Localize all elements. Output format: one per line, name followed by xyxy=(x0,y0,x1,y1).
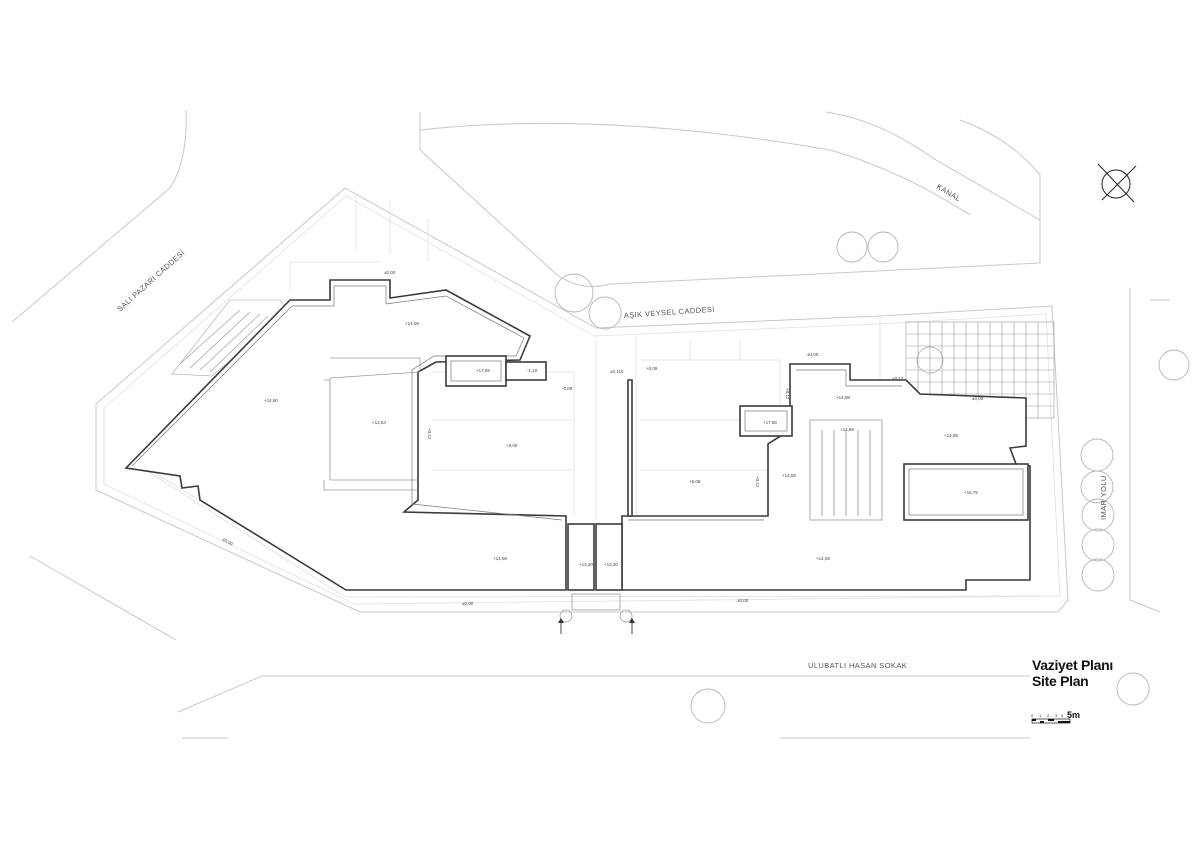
plan-title-turkish: Vaziyet Planı xyxy=(1032,657,1113,673)
level-label: +14,08 xyxy=(944,433,958,438)
street-label-ulubatli: ULUBATLI HASAN SOKAK xyxy=(808,661,907,670)
level-label: +14,08 xyxy=(782,473,796,478)
level-label: +0,12 xyxy=(892,376,904,381)
scale-tick-label: 0 xyxy=(1031,713,1034,718)
level-label: +0,00 xyxy=(506,443,518,448)
center-divider xyxy=(627,379,633,517)
level-label: +12,54 xyxy=(372,420,386,425)
level-label: +15,75 xyxy=(964,490,978,495)
entrance-arrow-icon xyxy=(558,618,635,634)
street-label-kanal: KANAL xyxy=(935,182,962,203)
level-label: +0,12 xyxy=(755,476,760,488)
level-label: +14,90 xyxy=(264,398,278,403)
scale-tick-label: 3 xyxy=(1055,713,1058,718)
plan-title: Vaziyet Planı Site Plan xyxy=(1032,657,1113,689)
level-label: +17,06 xyxy=(476,368,490,373)
level-label: +14,08 xyxy=(816,556,830,561)
kanal-line xyxy=(419,122,971,216)
scale-tick-label: 4 xyxy=(1061,713,1064,718)
level-label: +0,08 xyxy=(646,366,658,371)
level-label: ±0,00 xyxy=(221,537,234,547)
north-arrow-icon xyxy=(1097,163,1137,203)
level-label: +14,88 xyxy=(840,427,854,432)
level-label: +6,08 xyxy=(689,479,701,484)
level-label: +17,66 xyxy=(763,420,777,425)
building-left xyxy=(124,279,567,591)
level-label: +14,98 xyxy=(836,395,850,400)
level-label: +13,30 xyxy=(579,562,593,567)
center-towers xyxy=(445,355,547,387)
level-label: ±0,00 xyxy=(972,396,984,401)
level-label: -1,10 xyxy=(527,368,538,373)
level-label: +14,08 xyxy=(405,321,419,326)
level-labels: +14,08 ±0,00 +14,90 +12,54 +17,06 -1,10 … xyxy=(221,270,983,606)
entrance-cores xyxy=(559,523,633,623)
level-label: -0,08 xyxy=(562,386,573,391)
level-label: +0,12 xyxy=(427,428,432,440)
level-label: ±0,110 xyxy=(610,369,624,374)
scale-bar: 0 1 2 3 4 5m xyxy=(1031,710,1080,724)
plan-title-english: Site Plan xyxy=(1032,673,1089,689)
street-label-imar-yolu: İMAR YOLU xyxy=(1099,475,1108,520)
level-label: +13,30 xyxy=(604,562,618,567)
level-label: +0,12 xyxy=(785,388,790,400)
level-label: +14,08 xyxy=(493,556,507,561)
scale-unit-label: 5m xyxy=(1067,710,1080,720)
level-label: ±0,00 xyxy=(384,270,396,275)
level-label: ±0,00 xyxy=(462,601,474,606)
scale-tick-label: 2 xyxy=(1047,713,1050,718)
scale-tick-label: 1 xyxy=(1039,713,1042,718)
street-label-sali-pazari: SALI PAZARI CADDESİ xyxy=(115,248,186,314)
building-right xyxy=(621,363,1031,591)
street-label-asik-veysel: AŞIK VEYSEL CADDESİ xyxy=(624,305,716,320)
level-label: ±0,00 xyxy=(737,598,749,603)
level-label: ±0,00 xyxy=(807,352,819,357)
